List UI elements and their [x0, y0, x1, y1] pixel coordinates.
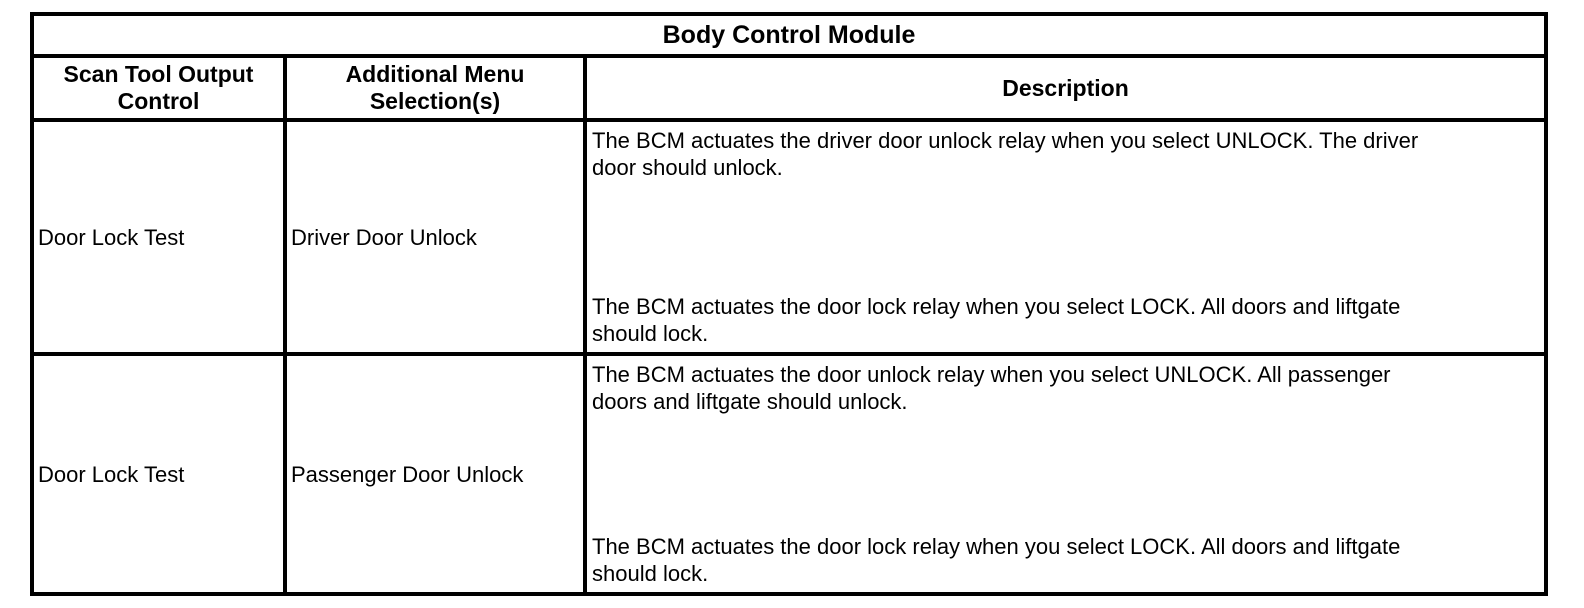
- cell-description: The BCM actuates the door unlock relay w…: [583, 352, 1548, 596]
- description-paragraphs: The BCM actuates the door unlock relay w…: [589, 358, 1542, 590]
- description-unlock-paragraph: The BCM actuates the door unlock relay w…: [592, 362, 1391, 414]
- table-row-driver-door-unlock: Door Lock Test Driver Door Unlock The BC…: [30, 118, 1548, 356]
- column-header-scan-tool-output-control: Scan Tool Output Control: [30, 54, 287, 122]
- header-row: Scan Tool Output Control Additional Menu…: [30, 54, 1548, 122]
- description-lock-paragraph: The BCM actuates the door lock relay whe…: [592, 294, 1401, 346]
- title-row: Body Control Module: [30, 12, 1548, 58]
- cell-description: The BCM actuates the driver door unlock …: [583, 118, 1548, 356]
- cell-additional-menu-selection: Passenger Door Unlock: [283, 352, 587, 596]
- cell-scan-tool-output-control: Door Lock Test: [30, 118, 287, 356]
- column-header-description: Description: [583, 54, 1548, 122]
- cell-scan-tool-output-control: Door Lock Test: [30, 352, 287, 596]
- table-title: Body Control Module: [30, 12, 1548, 58]
- description-lock-paragraph: The BCM actuates the door lock relay whe…: [592, 534, 1401, 586]
- cell-additional-menu-selection: Driver Door Unlock: [283, 118, 587, 356]
- column-header-additional-menu-selections: Additional Menu Selection(s): [283, 54, 587, 122]
- body-control-module-table: Body Control Module Scan Tool Output Con…: [30, 12, 1548, 596]
- description-paragraphs: The BCM actuates the driver door unlock …: [589, 124, 1542, 350]
- description-unlock-paragraph: The BCM actuates the driver door unlock …: [592, 128, 1419, 180]
- table-row-passenger-door-unlock: Door Lock Test Passenger Door Unlock The…: [30, 352, 1548, 596]
